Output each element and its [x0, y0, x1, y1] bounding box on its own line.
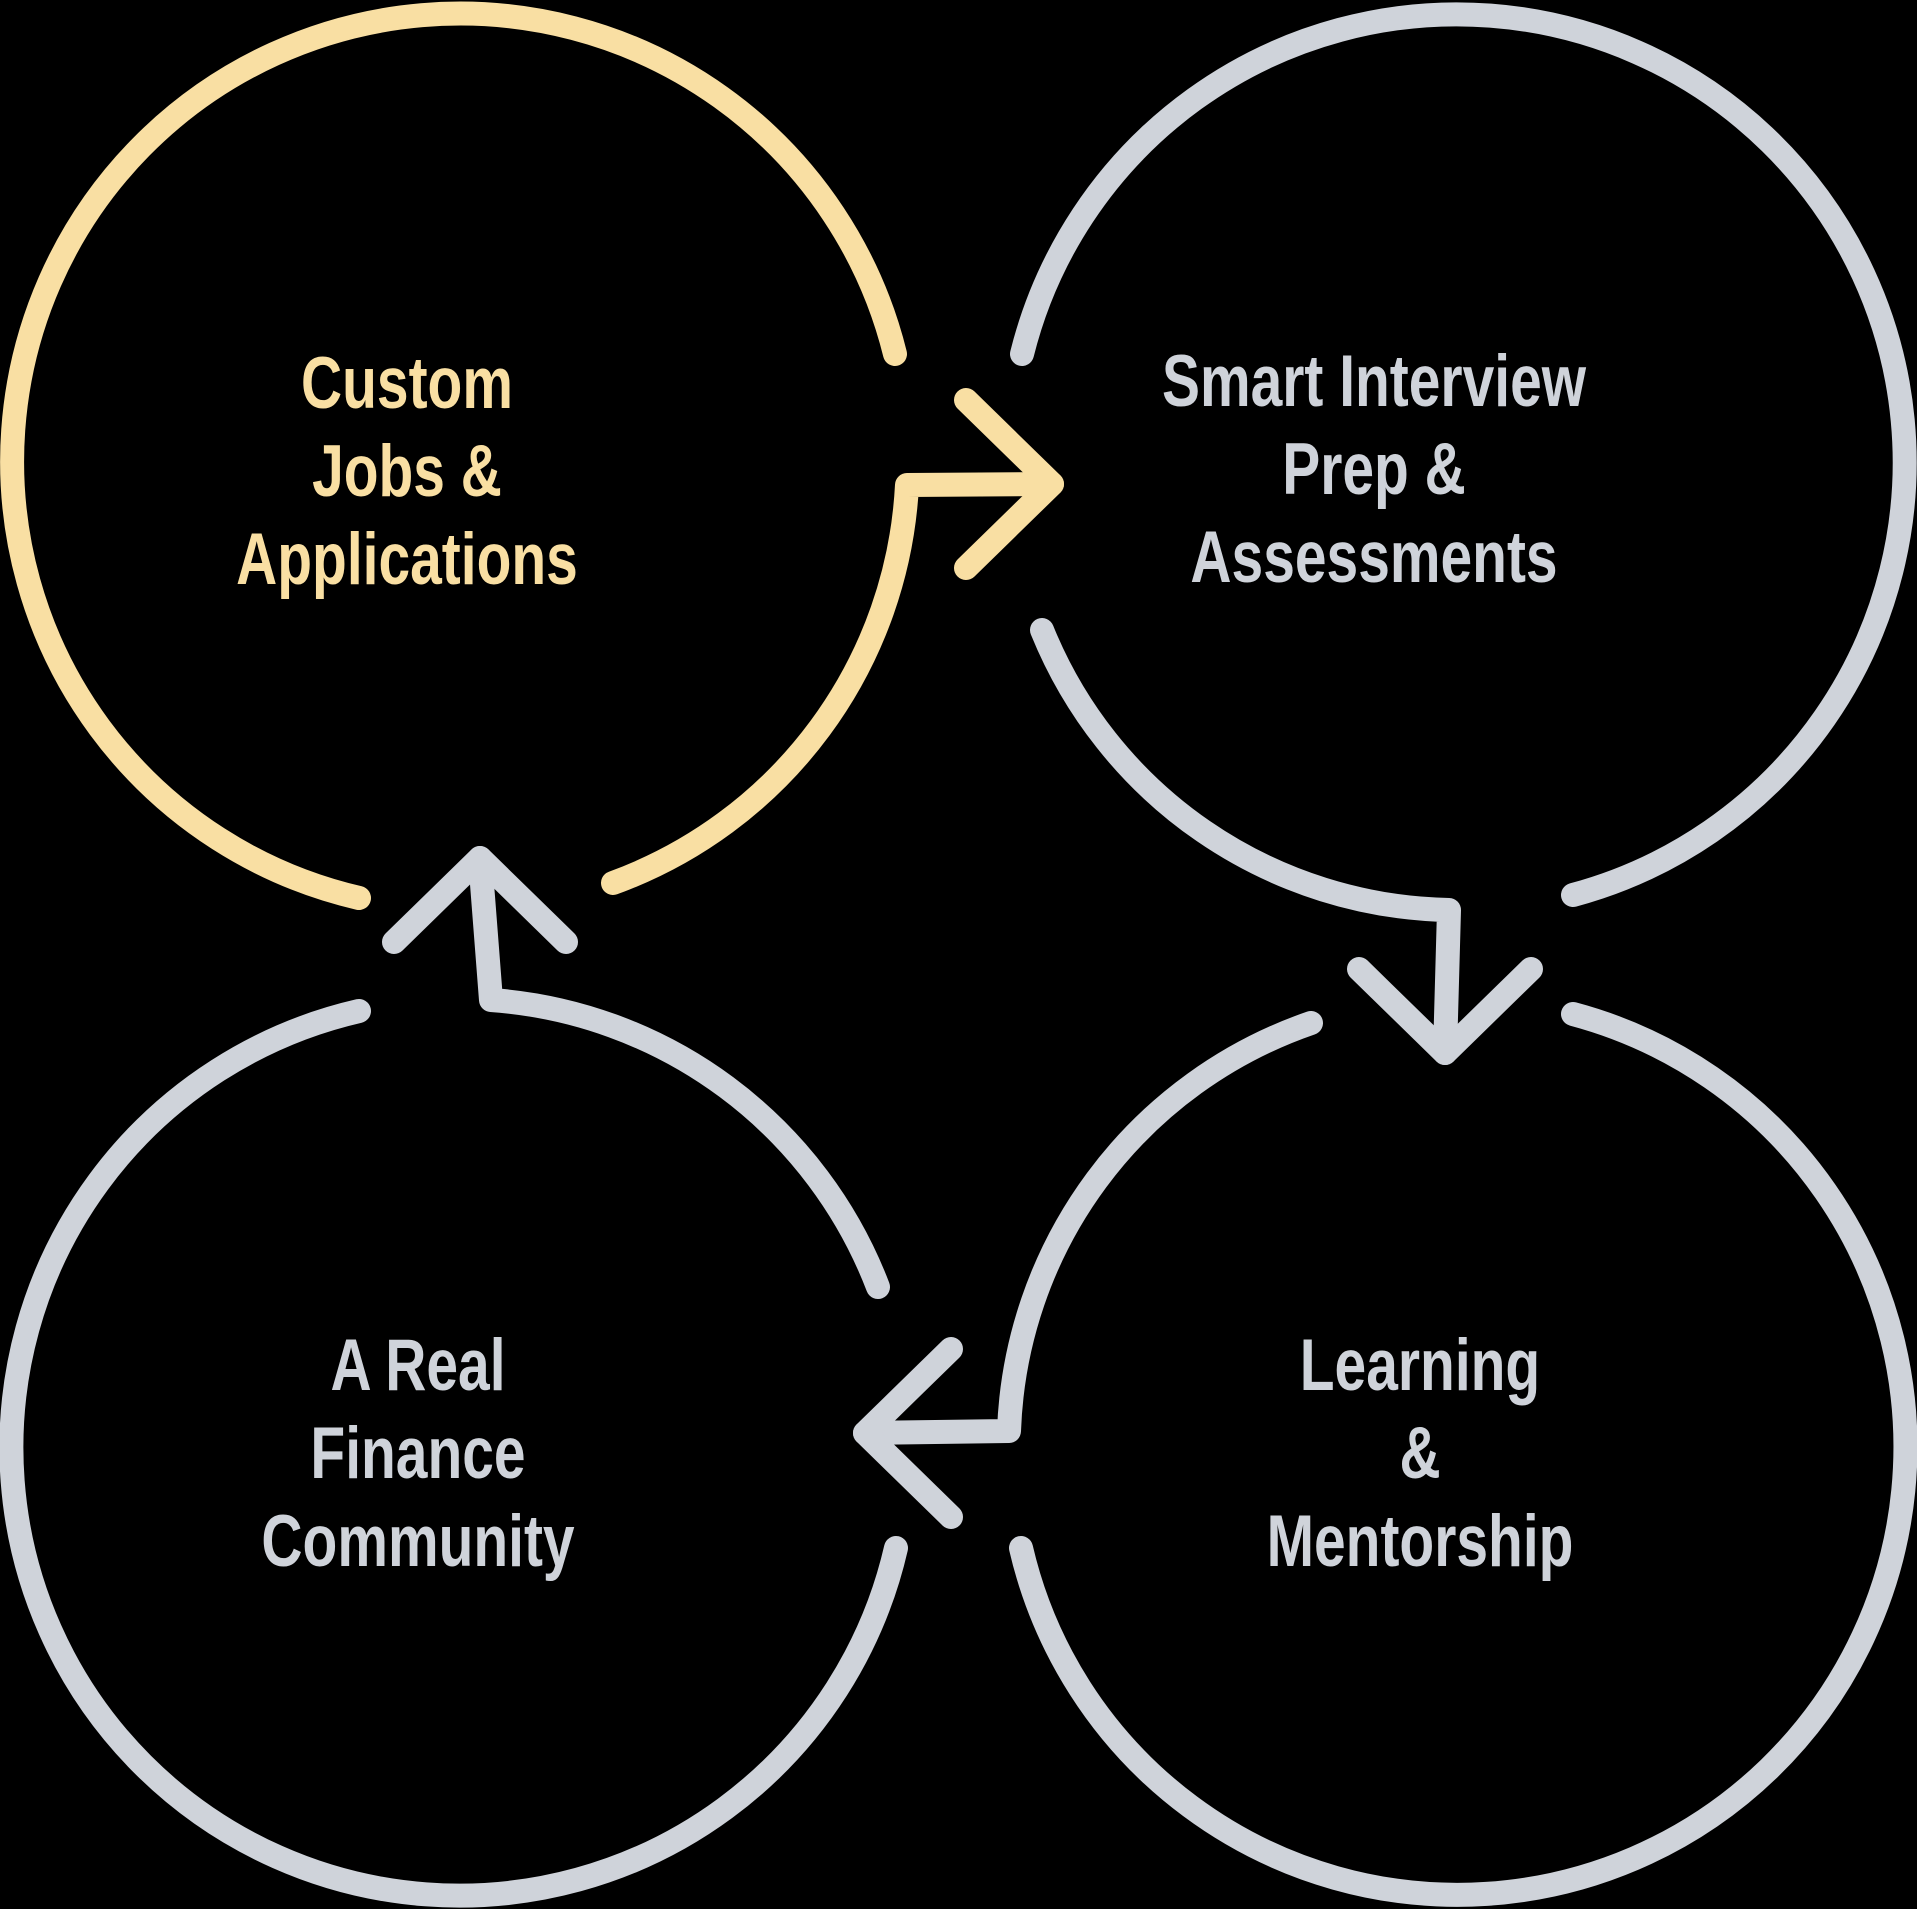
label-line: Custom	[301, 343, 513, 424]
label-line: Applications	[236, 519, 578, 600]
label-learning-mentorship: Learning & Mentorship	[1147, 1322, 1693, 1586]
circle-custom-jobs-applications	[0, 1, 1064, 910]
label-line: A Real	[330, 1325, 506, 1406]
label-line: Community	[261, 1501, 575, 1582]
label-line: Jobs &	[312, 431, 502, 512]
circle-arc	[1009, 1002, 1917, 1907]
arrow-shaft	[468, 846, 890, 1299]
circle-arc	[1010, 2, 1917, 907]
arrow-learning-to-community	[853, 1011, 1323, 1529]
arrow-community-to-custom-jobs	[382, 846, 890, 1299]
circle-arc	[0, 999, 908, 1908]
circle-learning-mentorship	[853, 1002, 1917, 1907]
label-line: Learning	[1299, 1325, 1541, 1406]
arrow-left-head-icon	[853, 1337, 963, 1529]
label-line: Prep &	[1282, 429, 1466, 510]
label-line: Finance	[310, 1413, 526, 1494]
arrow-up-head-icon	[382, 846, 578, 954]
circle-finance-community	[0, 846, 908, 1908]
arrow-down-head-icon	[1347, 957, 1543, 1065]
label-custom-jobs-applications: Custom Jobs & Applications	[134, 340, 680, 604]
arrow-custom-jobs-to-interview-prep	[601, 388, 1064, 895]
arrow-right-head-icon	[954, 388, 1064, 580]
label-line: Mentorship	[1266, 1501, 1574, 1582]
label-line: Smart Interview	[1161, 341, 1587, 422]
arrow-shaft	[1030, 618, 1461, 1065]
label-line: &	[1399, 1413, 1441, 1494]
arrow-interview-prep-to-learning	[1030, 618, 1543, 1065]
label-finance-community: A Real Finance Community	[145, 1322, 691, 1586]
label-smart-interview-prep: Smart Interview Prep & Assessments	[1101, 338, 1647, 602]
circle-smart-interview-prep	[1010, 2, 1917, 1065]
circle-arc	[0, 1, 907, 910]
label-line: Assessments	[1190, 517, 1558, 598]
arrow-shaft	[601, 472, 1064, 895]
arrow-shaft	[853, 1011, 1323, 1445]
